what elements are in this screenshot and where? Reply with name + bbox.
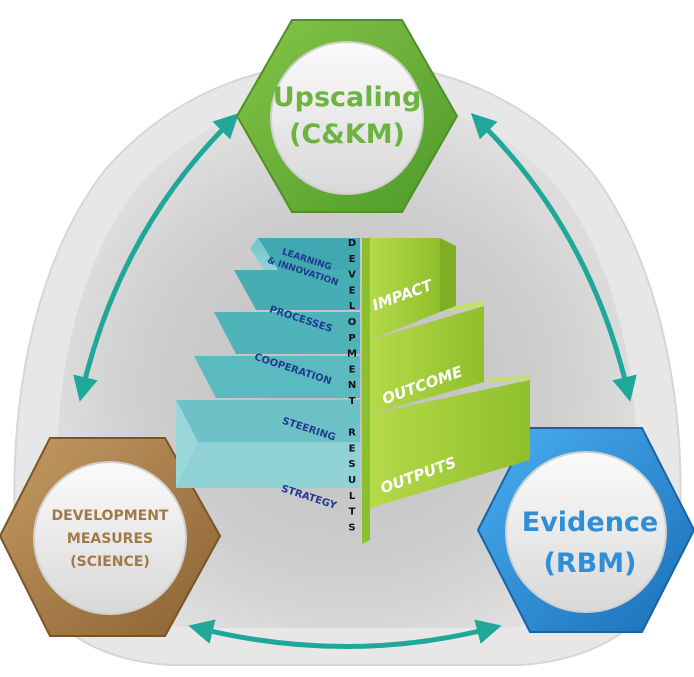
development-measures-line3: (SCIENCE) bbox=[70, 554, 149, 570]
evidence-subtitle: (RBM) bbox=[544, 548, 637, 579]
development-measures-disc bbox=[33, 461, 187, 615]
upscaling-node: Upscaling (C&KM) bbox=[235, 19, 459, 213]
vertical-letter: L bbox=[349, 301, 356, 312]
upscaling-title: Upscaling bbox=[273, 82, 422, 113]
result-outcome-top bbox=[440, 300, 484, 312]
staircase: LEARNING & INNOVATION PROCESSES COOPERAT… bbox=[176, 238, 360, 512]
vertical-letter: O bbox=[348, 317, 357, 328]
vertical-letter: M bbox=[347, 349, 357, 360]
vertical-letter: E bbox=[349, 254, 356, 265]
vertical-letter: T bbox=[349, 507, 356, 518]
step-strategy-side bbox=[176, 400, 198, 488]
upscaling-disc bbox=[270, 41, 424, 195]
development-measures-node: DEVELOPMENT MEASURES (SCIENCE) bbox=[0, 437, 222, 637]
arrow-top-left bbox=[73, 112, 240, 402]
step-strategy bbox=[176, 442, 360, 488]
result-outputs-block bbox=[370, 380, 530, 508]
step-learning bbox=[258, 238, 360, 270]
vertical-letter: U bbox=[348, 475, 356, 486]
development-measures-line1: DEVELOPMENT bbox=[52, 508, 169, 524]
results-left-strip bbox=[362, 238, 370, 544]
step-steering bbox=[176, 400, 360, 442]
result-outputs-top bbox=[484, 376, 530, 382]
step-cooperation bbox=[194, 356, 360, 398]
vertical-letter: V bbox=[348, 270, 356, 281]
vertical-letter: L bbox=[349, 491, 356, 502]
vertical-letter: D bbox=[348, 238, 356, 249]
upscaling-subtitle: (C&KM) bbox=[289, 119, 405, 150]
result-impact-block bbox=[370, 238, 440, 340]
arrow-top-right bbox=[470, 112, 637, 402]
vertical-letter: S bbox=[348, 459, 355, 470]
arrow-bottom bbox=[188, 619, 502, 649]
vertical-letter: E bbox=[349, 285, 356, 296]
step-2 bbox=[234, 270, 360, 310]
vertical-letter: S bbox=[348, 522, 355, 533]
vertical-letter: P bbox=[348, 333, 355, 344]
results-blocks: IMPACT OUTCOME OUTPUTS bbox=[362, 238, 530, 544]
vertical-letter: T bbox=[349, 396, 356, 407]
step-learning-face bbox=[250, 238, 360, 280]
evidence-disc bbox=[505, 451, 667, 613]
step-processes bbox=[214, 312, 360, 354]
result-outcome-block bbox=[370, 306, 484, 414]
vertical-letter: N bbox=[348, 380, 356, 391]
vertical-letter: E bbox=[349, 443, 356, 454]
evidence-title: Evidence bbox=[522, 507, 658, 538]
evidence-node: Evidence (RBM) bbox=[476, 427, 694, 633]
vertical-letter: E bbox=[349, 364, 356, 375]
development-measures-line2: MEASURES bbox=[67, 531, 153, 547]
vertical-letter: R bbox=[348, 428, 356, 439]
result-impact-side bbox=[440, 238, 456, 312]
